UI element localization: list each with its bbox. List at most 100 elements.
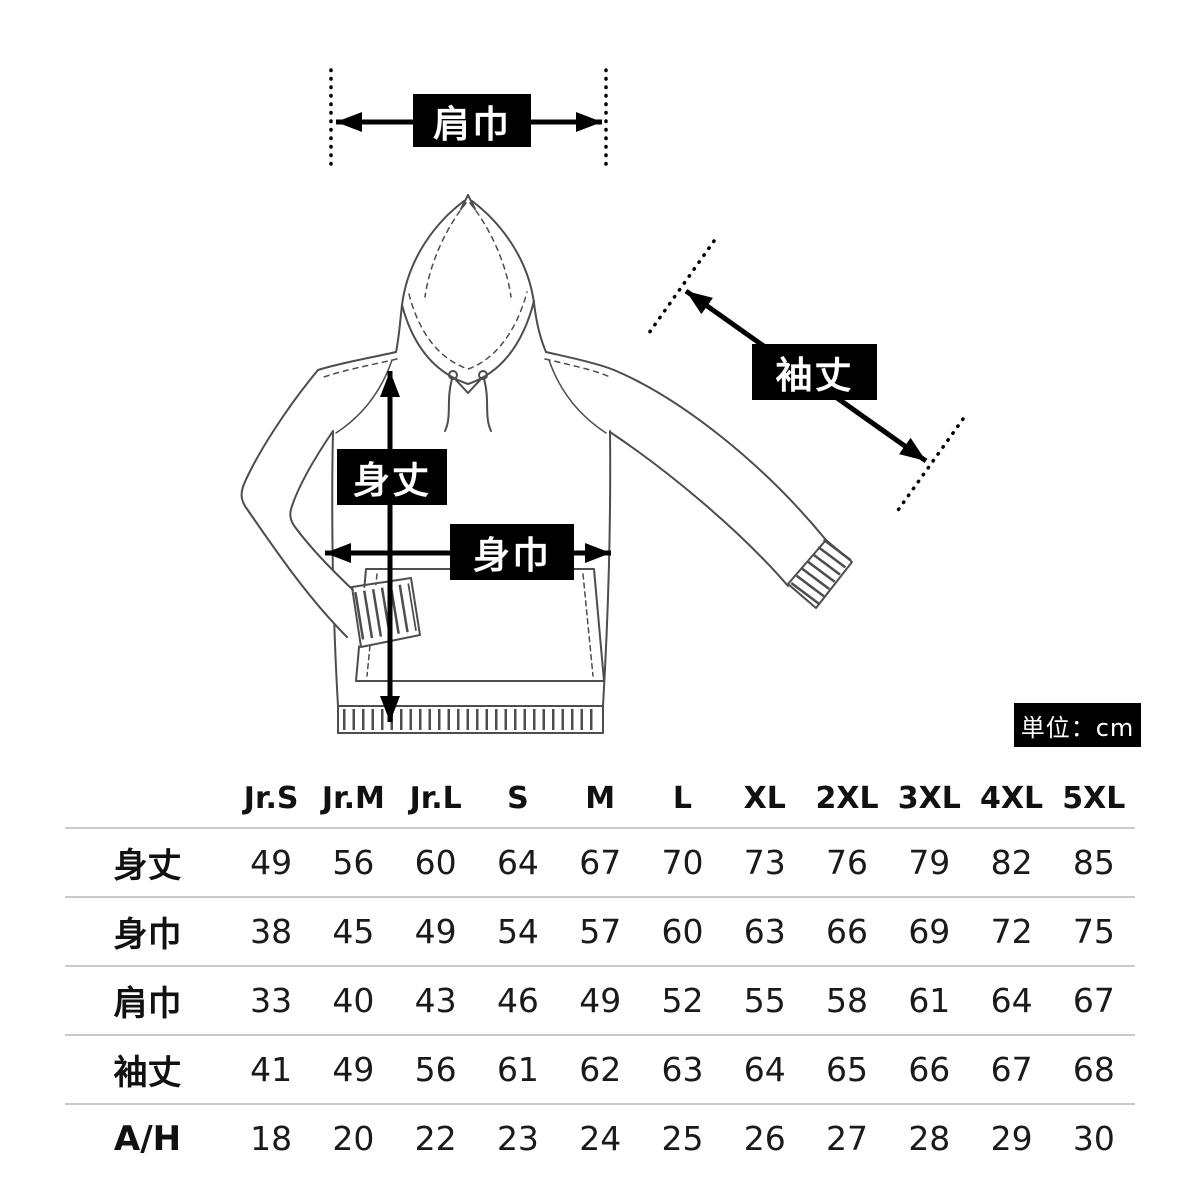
size-value: 18 bbox=[250, 1119, 293, 1158]
size-value: 33 bbox=[250, 981, 293, 1020]
size-value: 68 bbox=[1072, 1050, 1115, 1089]
size-column-header: S bbox=[507, 781, 529, 816]
left-shoulder bbox=[317, 351, 397, 371]
size-value: 64 bbox=[990, 981, 1033, 1020]
size-value: 49 bbox=[332, 1050, 375, 1089]
right-cuff-ribbing bbox=[788, 538, 852, 608]
size-value: 79 bbox=[908, 843, 951, 882]
size-value: 46 bbox=[496, 981, 539, 1020]
size-value: 20 bbox=[332, 1119, 375, 1158]
hood-left-edge bbox=[395, 200, 465, 353]
size-value: 60 bbox=[661, 912, 704, 951]
size-value: 61 bbox=[908, 981, 951, 1020]
size-value: 29 bbox=[990, 1119, 1033, 1158]
measurement-row-label: 身丈 bbox=[113, 846, 182, 886]
size-value: 66 bbox=[908, 1050, 951, 1089]
size-value: 67 bbox=[579, 843, 622, 882]
hood-right-edge bbox=[471, 200, 547, 353]
size-value: 24 bbox=[579, 1119, 622, 1158]
size-value: 73 bbox=[743, 843, 786, 882]
hood-opening-stitch bbox=[408, 291, 528, 370]
size-value: 64 bbox=[496, 843, 539, 882]
size-value: 64 bbox=[743, 1050, 786, 1089]
size-value: 69 bbox=[908, 912, 951, 951]
sleeve-length-guide-top bbox=[647, 239, 716, 335]
size-value: 63 bbox=[661, 1050, 704, 1089]
size-value: 85 bbox=[1072, 843, 1115, 882]
size-value: 72 bbox=[990, 912, 1033, 951]
size-value: 49 bbox=[579, 981, 622, 1020]
body-right-side bbox=[602, 430, 612, 707]
size-value: 49 bbox=[414, 912, 457, 951]
size-value: 58 bbox=[826, 981, 869, 1020]
right-armhole-seam bbox=[548, 359, 607, 434]
size-value: 49 bbox=[250, 843, 293, 882]
size-value: 43 bbox=[414, 981, 457, 1020]
size-value: 54 bbox=[496, 912, 539, 951]
hood-v-seam bbox=[454, 378, 482, 394]
size-value: 23 bbox=[496, 1119, 539, 1158]
size-value: 65 bbox=[826, 1050, 869, 1089]
size-value: 67 bbox=[1072, 981, 1115, 1020]
size-value: 56 bbox=[332, 843, 375, 882]
size-value: 40 bbox=[332, 981, 375, 1020]
hoodie-line-art bbox=[240, 194, 853, 734]
shoulder-width-label: 肩巾 bbox=[413, 94, 531, 147]
size-column-header: Jr.S bbox=[243, 781, 299, 816]
right-cuff-outline bbox=[787, 539, 853, 609]
size-value: 76 bbox=[826, 843, 869, 882]
size-value: 56 bbox=[414, 1050, 457, 1089]
left-armhole-seam bbox=[335, 359, 393, 434]
size-value: 75 bbox=[1072, 912, 1115, 951]
size-value: 30 bbox=[1072, 1119, 1115, 1158]
size-value: 60 bbox=[414, 843, 457, 882]
size-value: 26 bbox=[743, 1119, 786, 1158]
left-shoulder-stitch bbox=[323, 358, 398, 378]
unit-label: 単位：cm bbox=[1014, 703, 1141, 747]
pocket-stitch-right bbox=[582, 573, 594, 677]
body-length-label: 身丈 bbox=[337, 449, 447, 505]
hoodie-diagram bbox=[240, 68, 965, 734]
size-column-header: 4XL bbox=[980, 781, 1044, 816]
size-value: 28 bbox=[908, 1119, 951, 1158]
left-sleeve-fill bbox=[241, 370, 420, 647]
size-value: 25 bbox=[661, 1119, 704, 1158]
size-column-header: 2XL bbox=[815, 781, 879, 816]
hood-top-loop bbox=[460, 194, 476, 210]
size-value: 82 bbox=[990, 843, 1033, 882]
right-shoulder-stitch bbox=[544, 358, 611, 378]
sleeve-length-guide-bottom bbox=[894, 417, 965, 515]
size-value: 41 bbox=[250, 1050, 293, 1089]
hood-opening-rim bbox=[401, 300, 535, 385]
size-column-header: Jr.L bbox=[409, 781, 462, 816]
right-sleeve-inner bbox=[609, 431, 789, 587]
size-column-header: Jr.M bbox=[321, 781, 385, 816]
waistband-outline bbox=[337, 705, 604, 734]
size-column-header: M bbox=[585, 781, 616, 816]
measurement-row-label: 身巾 bbox=[113, 915, 182, 955]
drawcord-left bbox=[444, 378, 453, 432]
size-value: 27 bbox=[826, 1119, 869, 1158]
measurement-row-label: 袖丈 bbox=[113, 1053, 182, 1093]
measurement-row-label: A/H bbox=[113, 1118, 182, 1159]
size-value: 62 bbox=[579, 1050, 622, 1089]
sleeve-length-label: 袖丈 bbox=[752, 344, 877, 400]
hood-right-seam bbox=[469, 202, 512, 298]
body-width-label: 身巾 bbox=[450, 524, 574, 580]
size-value: 66 bbox=[826, 912, 869, 951]
left-sleeve-outer bbox=[240, 369, 348, 638]
right-shoulder bbox=[545, 351, 615, 371]
pocket-stitch-left bbox=[366, 573, 378, 677]
size-value: 45 bbox=[332, 912, 375, 951]
size-value: 61 bbox=[496, 1050, 539, 1089]
size-value: 55 bbox=[743, 981, 786, 1020]
size-value: 52 bbox=[661, 981, 704, 1020]
size-value: 70 bbox=[661, 843, 704, 882]
size-value: 63 bbox=[743, 912, 786, 951]
